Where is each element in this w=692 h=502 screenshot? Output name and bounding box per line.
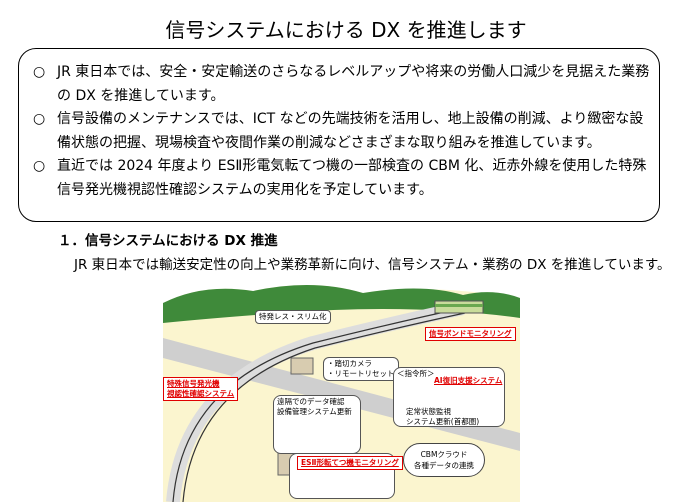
bullet-mark: ○ [33, 158, 46, 174]
page-title: 信号システムにおける DX を推進します [165, 18, 527, 42]
crossing-camera-label: ・踏切カメラ ・リモートリセット [323, 357, 399, 381]
summary-bullet: ○ 直近では 2024 年度より ESⅡ形電気転てつ機の一部検査の CBM 化、近… [33, 155, 653, 202]
cbm-cloud-label: CBMクラウド 各種データの連携 [403, 443, 485, 477]
summary-bullet: ○ JR 東日本では、安全・安定輸送のさらなるレベルアップや将来の労働人口減少を見… [33, 61, 653, 108]
es2-monitoring-label: ESⅡ形転てつ機モニタリング [297, 456, 403, 470]
command-center-panel: ＜指令所＞ [393, 367, 505, 427]
section-body: JR 東日本では輸送安定性の向上や業務革新に向け、信号システム・業務の DX を… [74, 257, 671, 273]
special-signal-label: 特殊信号発光機 視認性確認システム [163, 377, 239, 401]
ai-recovery-label: AI復旧支援システム [434, 376, 503, 385]
bullet-text: 信号設備のメンテナンスでは、ICT などの先端技術を活用し、地上設備の削減、より… [57, 111, 644, 151]
remote-data-label: 遠隔でのデータ確認 設備管理システム更新 [273, 395, 361, 454]
summary-bullet: ○ 信号設備のメンテナンスでは、ICT などの先端技術を活用し、地上設備の削減、よ… [33, 108, 653, 155]
bullet-text: 直近では 2024 年度より ESⅡ形電気転てつ機の一部検査の CBM 化、近赤… [57, 158, 647, 198]
signal-system-illustration: 特発レス・スリム化 信号ボンドモニタリング ・踏切カメラ ・リモートリセット 特… [163, 283, 520, 502]
slim-label: 特発レス・スリム化 [255, 310, 331, 324]
bullet-mark: ○ [33, 64, 46, 80]
summary-box: ○ JR 東日本では、安全・安定輸送のさらなるレベルアップや将来の労働人口減少を見… [18, 48, 660, 222]
bullet-text: JR 東日本では、安全・安定輸送のさらなるレベルアップや将来の労働人口減少を見据… [57, 64, 650, 104]
bullet-mark: ○ [33, 111, 46, 127]
command-center-label: ＜指令所＞ [397, 369, 435, 378]
state-monitoring-label: 定常状態監視 システム更新(首都圏) [406, 407, 480, 426]
section-heading: １．信号システムにおける DX 推進 [58, 233, 278, 249]
bond-monitoring-label: 信号ボンドモニタリング [425, 327, 516, 341]
